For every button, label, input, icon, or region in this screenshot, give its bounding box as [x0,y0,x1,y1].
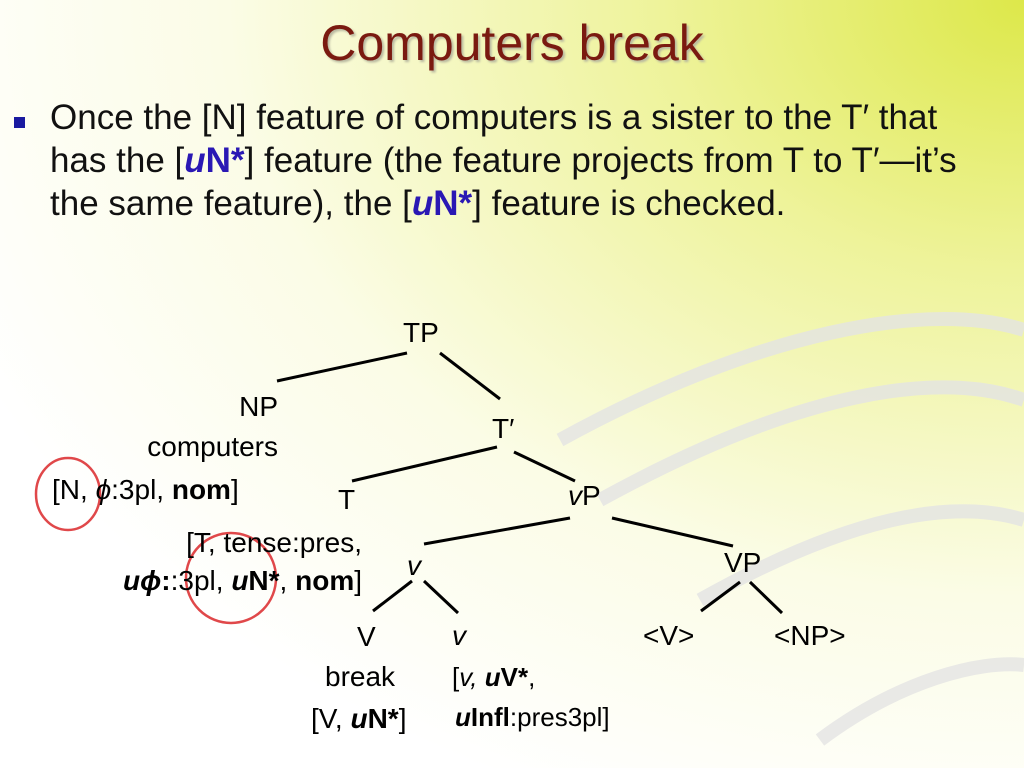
node-trace-V: <V> [643,620,695,651]
np-features: [N, ϕ:3pl, nom] [52,474,239,505]
V-word: break [325,661,396,692]
edge-v-v2 [422,579,460,615]
node-np: NP [239,391,278,422]
background-swoosh [556,312,1024,746]
circle-highlight-np [34,456,102,532]
V-features: [V, uN*] [311,703,407,734]
t-features-line1: [T, tense:pres, [186,527,362,558]
v2-features-line2: uInfl:pres3pl] [455,702,610,732]
node-VP: VP [724,547,762,578]
edge-v-V [372,579,413,613]
bullet-square-icon [14,117,25,128]
v2-features-line1: [v, uV*, [452,662,536,692]
node-v2: v [452,620,466,651]
bullet-text: Once the [N] feature of computers is a s… [50,98,957,223]
node-small-v: v [407,550,421,581]
edge-vp-VP [611,516,734,548]
edge-tp-tbar [439,351,501,401]
edge-tbar-vp [513,450,576,483]
node-small-vp: vP [568,480,601,511]
edge-vp-v [423,516,571,546]
node-tbar: T′ [492,413,515,444]
slide-title: Computers break [320,15,704,71]
node-t: T [338,484,356,515]
edge-tbar-t [351,445,498,483]
circle-highlight-t [184,531,278,625]
edge-tp-np [276,351,408,383]
node-V: V [357,621,376,652]
edge-VP-tV [700,580,741,613]
node-trace-NP: <NP> [774,620,846,651]
t-features-line2: uϕ::3pl, uN*, nom] [122,565,362,596]
edge-VP-tNP [748,580,784,615]
np-word: computers [147,431,278,462]
node-tp: TP [403,317,439,348]
